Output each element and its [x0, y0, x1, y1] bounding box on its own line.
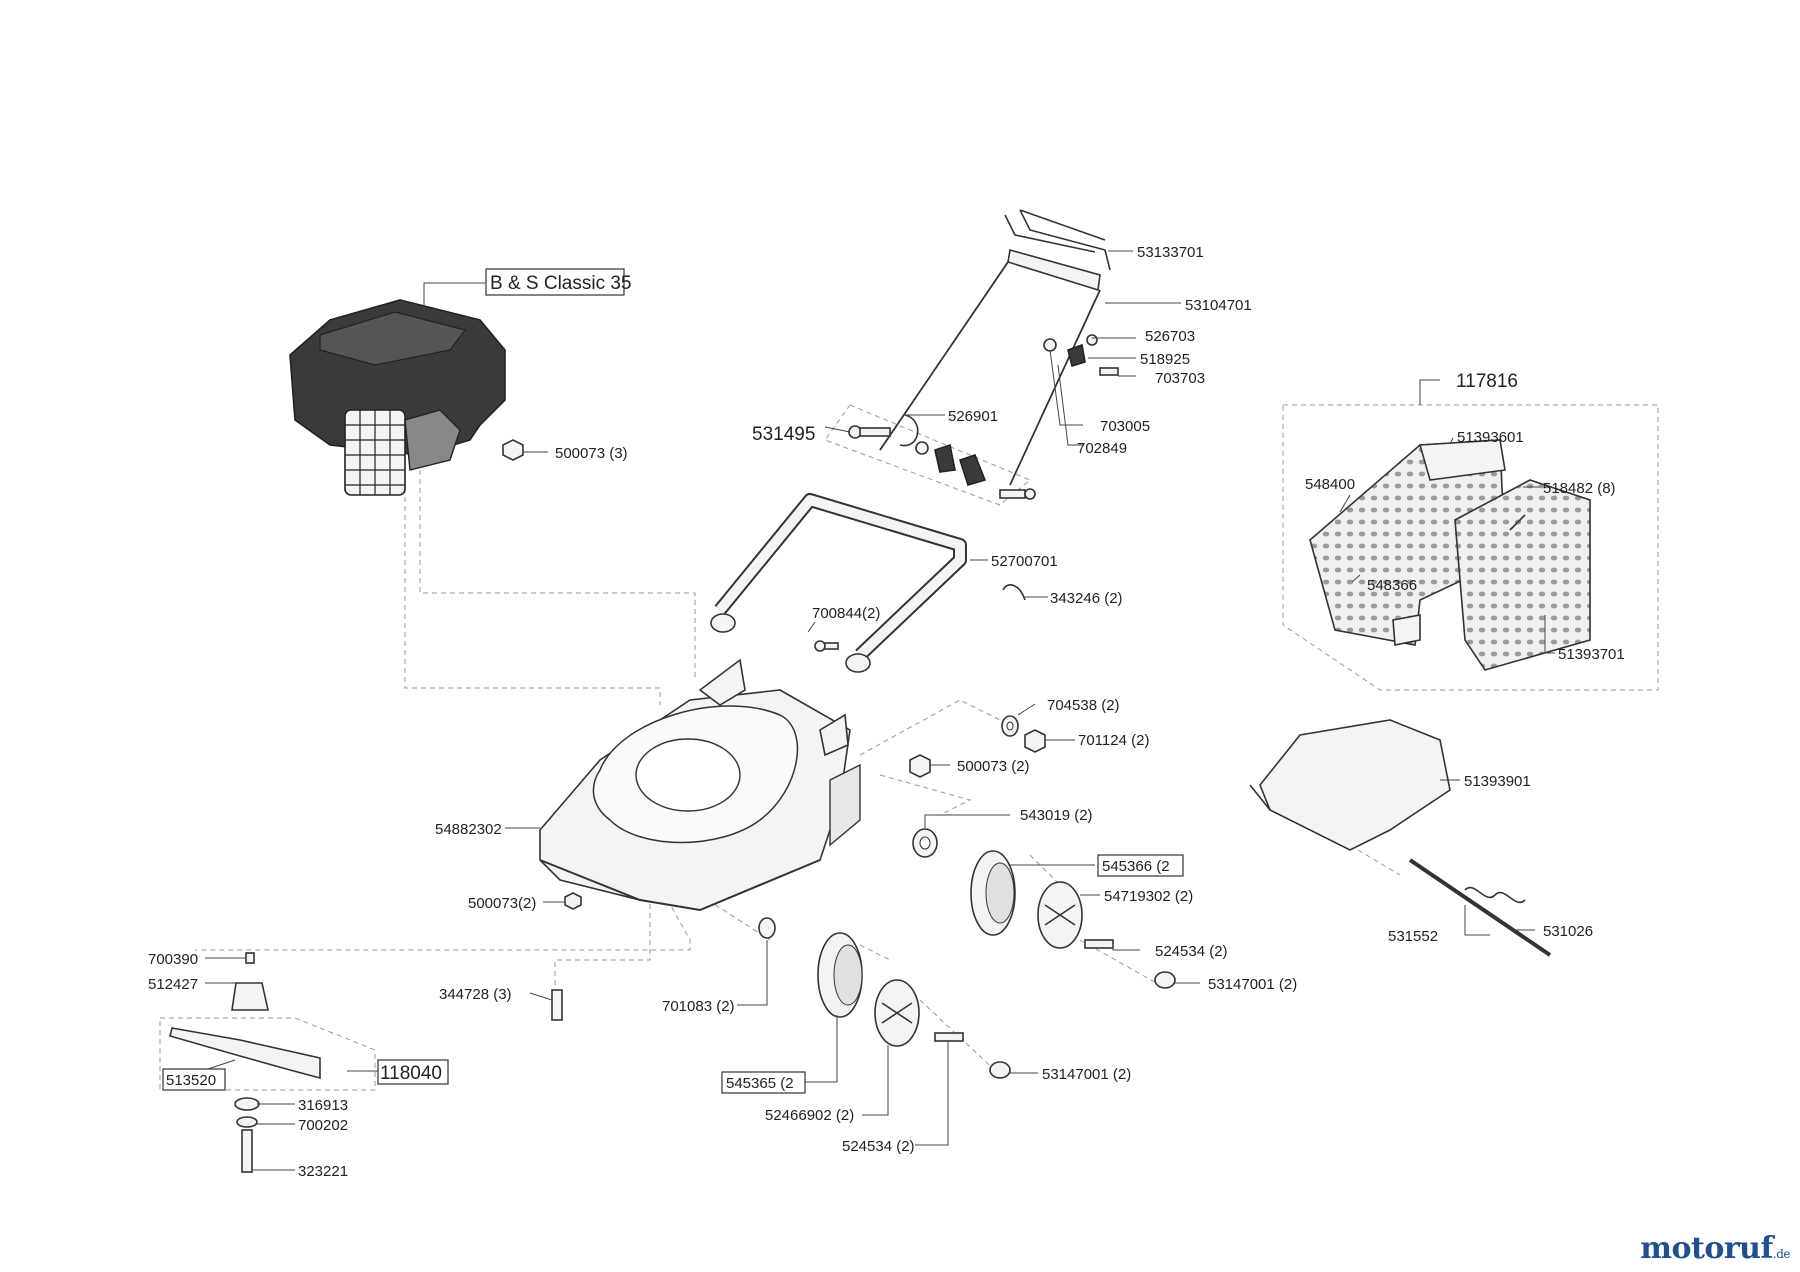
label-52466902-2: 52466902 (2) — [765, 1107, 854, 1124]
label-545366-2: 545366 (2 — [1102, 858, 1170, 875]
label-701083-2: 701083 (2) — [662, 998, 735, 1015]
label-548366: 548366 — [1367, 577, 1417, 594]
bolt-icon — [814, 640, 839, 652]
label-531026: 531026 — [1543, 923, 1593, 940]
label-702849: 702849 — [1077, 440, 1127, 457]
label-53147001-2a: 53147001 (2) — [1208, 976, 1297, 993]
label-500073-2a: 500073(2) — [468, 895, 536, 912]
label-700390: 700390 — [148, 951, 198, 968]
label-54882302: 54882302 — [435, 821, 502, 838]
label-handle-upper: 53104701 — [1185, 297, 1252, 314]
washer-icon — [1001, 715, 1019, 737]
blade-label-box — [162, 1068, 226, 1091]
label-548400: 548400 — [1305, 476, 1355, 493]
label-344728-3: 344728 (3) — [439, 986, 512, 1003]
label-500073-3: 500073 (3) — [555, 445, 628, 462]
label-524534-2a: 524534 (2) — [1155, 943, 1228, 960]
label-51393701: 51393701 — [1558, 646, 1625, 663]
wheel-label-box-rear — [1097, 854, 1184, 877]
label-703005: 703005 — [1100, 418, 1150, 435]
label-53147001-2b: 53147001 (2) — [1042, 1066, 1131, 1083]
engine-label-box — [485, 268, 625, 296]
nut-icon-701124 — [1024, 729, 1046, 753]
lower-handle — [710, 493, 967, 673]
label-531552: 531552 — [1388, 928, 1438, 945]
label-grassbag-kit: 117816 — [1456, 371, 1518, 392]
label-500073-2b: 500073 (2) — [957, 758, 1030, 775]
label-700844-2: 700844(2) — [812, 605, 880, 622]
rear-wheel — [912, 828, 1176, 989]
label-54719302-2: 54719302 (2) — [1104, 888, 1193, 905]
front-wheel — [758, 917, 1011, 1079]
label-51393901: 51393901 — [1464, 773, 1531, 790]
label-518482-8: 518482 (8) — [1543, 480, 1616, 497]
label-531495: 531495 — [752, 424, 815, 445]
label-512427: 512427 — [148, 976, 198, 993]
blade-kit-label-box — [377, 1059, 449, 1085]
part-labels: B & S Classic 35 53133701 53104701 52670… — [148, 244, 1625, 1180]
brand-logo: motoruf.de — [1640, 1231, 1790, 1266]
label-118040: 118040 — [380, 1063, 442, 1084]
label-518925: 518925 — [1140, 351, 1190, 368]
mower-deck — [539, 658, 861, 912]
logo-tld: .de — [1772, 1247, 1791, 1261]
label-543019-2: 543019 (2) — [1020, 807, 1093, 824]
label-51393601: 51393601 — [1457, 429, 1524, 446]
blade-assembly — [169, 952, 563, 1173]
engine-label: B & S Classic 35 — [490, 273, 632, 294]
nut-icon-500073 — [909, 754, 931, 778]
label-52700701: 52700701 — [991, 553, 1058, 570]
label-323221: 323221 — [298, 1163, 348, 1180]
label-704538-2: 704538 (2) — [1047, 697, 1120, 714]
nut-icon — [502, 439, 524, 461]
clip-icon — [1002, 584, 1026, 601]
deck-nut-icon — [564, 892, 582, 910]
label-545365-2: 545365 (2 — [726, 1075, 794, 1092]
label-526901: 526901 — [948, 408, 998, 425]
label-316913: 316913 — [298, 1097, 348, 1114]
upper-handle — [879, 209, 1111, 486]
logo-main: motoruf — [1640, 1231, 1773, 1266]
engine-assembly — [289, 299, 506, 496]
label-513520: 513520 — [166, 1072, 216, 1089]
label-526703: 526703 — [1145, 328, 1195, 345]
label-700202: 700202 — [298, 1117, 348, 1134]
leader-lines — [204, 250, 1555, 1171]
label-343246-2: 343246 (2) — [1050, 590, 1123, 607]
handle-hardware — [848, 334, 1119, 500]
wheel-label-box-front — [721, 1071, 806, 1094]
flap-rod — [1408, 858, 1552, 957]
label-701124-2: 701124 (2) — [1078, 732, 1149, 749]
label-handle-top: 53133701 — [1137, 244, 1204, 261]
label-703703: 703703 — [1155, 370, 1205, 387]
grass-catcher — [1309, 439, 1591, 671]
grass-flap — [1249, 719, 1451, 851]
label-524534-2b: 524534 (2) — [842, 1138, 915, 1155]
